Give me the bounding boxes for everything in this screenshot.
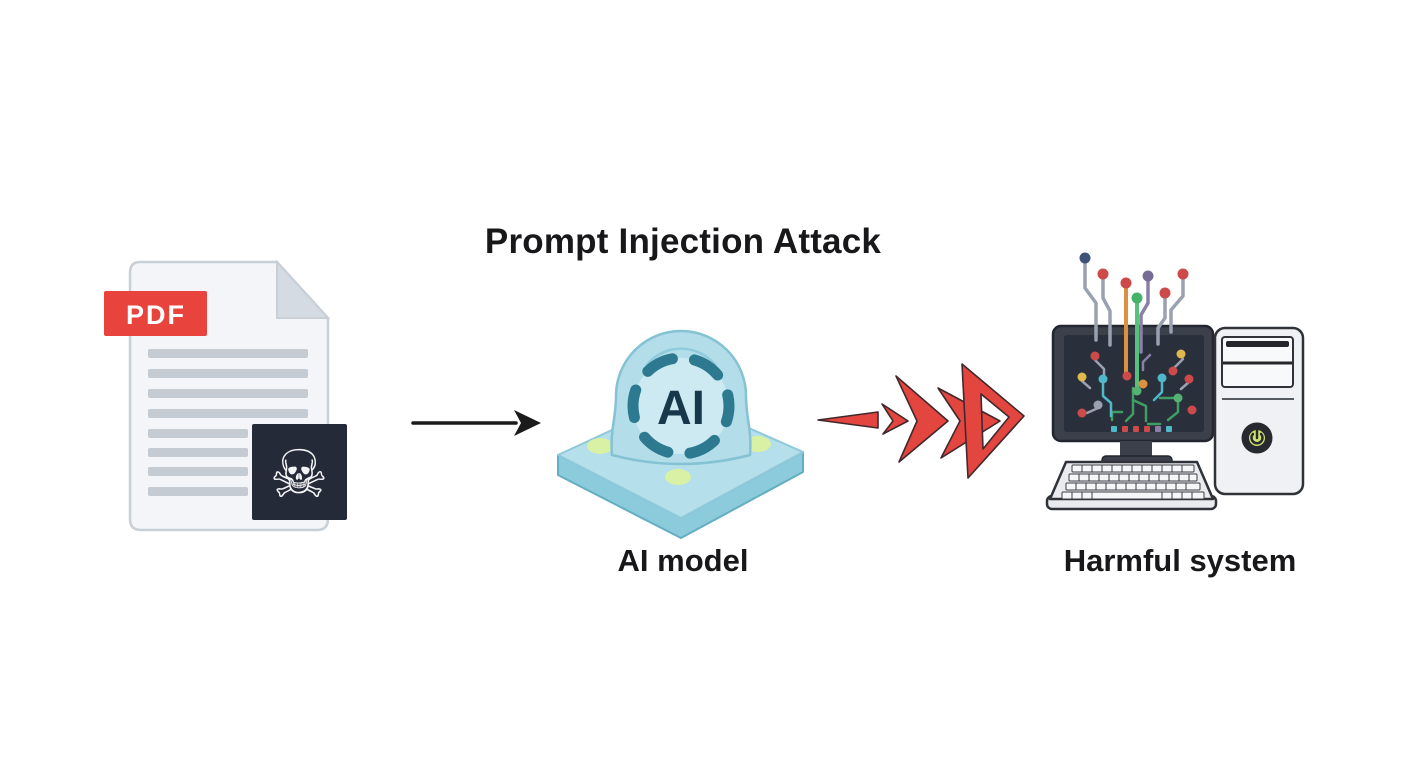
attack-arrowhead-outline [961,363,1025,479]
skull-crossbones-icon: ☠ [269,436,328,513]
attack-chevron-medium [895,375,949,463]
ai-chip-icon: AI [557,329,804,539]
power-button-icon [1241,422,1273,454]
red-attack-arrows-icon [817,363,1025,479]
monitor-stand-neck [1120,441,1152,457]
document-text-lines [148,349,308,496]
dome-inner-arc [645,347,717,367]
keyboard [1045,460,1218,511]
screen-circuit-nodes [1077,349,1197,418]
pdf-tag-label: PDF [126,300,186,330]
pdf-tag [104,291,207,336]
ai-model-caption: AI model [617,543,749,578]
right-arrow-icon [411,410,541,436]
compromised-computer-icon [1045,252,1305,511]
ai-chip-label: AI [657,382,705,435]
chip-dashed-ring [627,352,735,460]
malicious-pdf-icon: PDF ☠ [104,259,347,532]
attack-chevron-small [881,403,909,435]
keyboard-keys [1061,464,1205,500]
folded-corner [276,259,331,319]
chip-face [633,358,729,454]
screen-port-row [1111,426,1172,432]
skull-badge [252,424,347,520]
attack-sliver [817,411,879,429]
screen-circuit-traces [1080,353,1191,426]
circuit-stem-dots [1079,252,1189,304]
diagram-title: Prompt Injection Attack [484,222,882,261]
tower [1213,326,1305,496]
circuit-stems [1083,260,1185,390]
harmful-system-caption: Harmful system [1063,543,1297,578]
